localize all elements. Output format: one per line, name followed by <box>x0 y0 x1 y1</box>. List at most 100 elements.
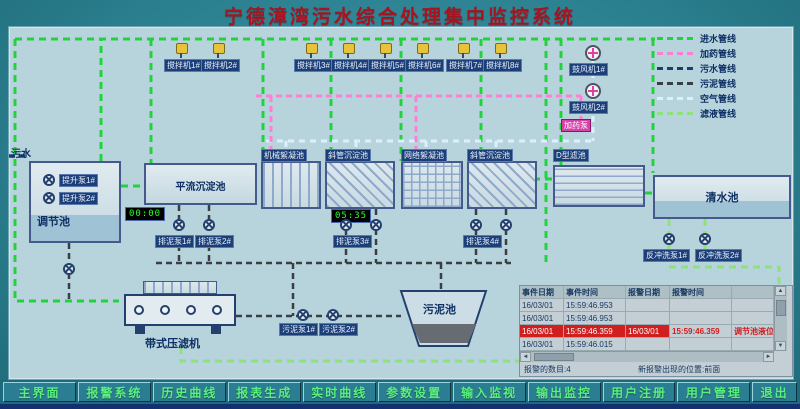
mixer-label: 搅拌机7# <box>446 59 485 72</box>
nav-input-monitor[interactable]: 输入监视 <box>452 382 526 402</box>
legend-item: 进水管线 <box>657 31 789 46</box>
pipe-color-swatch <box>657 67 693 70</box>
nav-parameter-settings[interactable]: 参数设置 <box>377 382 451 402</box>
mixer-label: 搅拌机4# <box>331 59 370 72</box>
nav-report-generate[interactable]: 报表生成 <box>227 382 301 402</box>
alarm-cell[interactable] <box>732 312 774 325</box>
nav-output-monitor[interactable]: 输出监控 <box>527 382 601 402</box>
alarm-cell[interactable] <box>626 299 670 312</box>
pump-icon <box>43 174 55 186</box>
tank-horizontal-sed: 平流沉淀池 <box>144 163 257 205</box>
alarm-col-header[interactable] <box>732 286 774 299</box>
inflow-label: 污水 <box>11 149 31 160</box>
tank-clear-water: 清水池 <box>653 175 791 219</box>
alarm-cell[interactable]: 16/03/01 <box>520 312 564 325</box>
sludge-pipes <box>67 205 511 318</box>
pipe-color-swatch <box>657 52 693 55</box>
pump-icon <box>470 219 482 231</box>
alarm-cell-active[interactable]: 调节池液位 <box>732 325 774 338</box>
pump-icon <box>663 233 675 245</box>
alarm-col-header[interactable]: 报警时间 <box>670 286 732 299</box>
drain-pump-label: 排泥泵2# <box>195 235 234 248</box>
scroll-thumb[interactable] <box>776 300 786 316</box>
alarm-cell-active[interactable]: 15:59:46.359 <box>564 325 626 338</box>
mixer-motor-icon <box>343 43 355 58</box>
pipe-color-swatch <box>657 82 693 85</box>
pump-icon <box>63 263 75 275</box>
alarm-cell[interactable]: 15:59:46.015 <box>564 338 626 351</box>
nav-user-management[interactable]: 用户管理 <box>677 382 751 402</box>
scroll-up-icon[interactable]: ▲ <box>775 286 786 296</box>
tank-regulating: 提升泵1# 提升泵2# 调节池 <box>29 161 121 243</box>
drain-timer: 05:35 <box>331 209 372 223</box>
scroll-thumb[interactable] <box>534 353 574 361</box>
mixer-motor-icon <box>495 43 507 58</box>
scroll-down-icon[interactable]: ▼ <box>775 341 786 351</box>
nav-exit[interactable]: 退出 <box>752 382 797 402</box>
alarm-col-header[interactable]: 报警日期 <box>626 286 670 299</box>
mixer-label: 搅拌机3# <box>294 59 333 72</box>
water-level <box>655 201 789 217</box>
nav-history-curve[interactable]: 历史曲线 <box>152 382 226 402</box>
pump-icon <box>173 219 185 231</box>
nav-main[interactable]: 主界面 <box>3 382 76 402</box>
nav-alarm-system[interactable]: 报警系统 <box>77 382 151 402</box>
tank-name: 调节池 <box>37 216 70 228</box>
tank-label: D型滤池 <box>553 149 589 162</box>
alarm-cell[interactable]: 16/03/01 <box>520 338 564 351</box>
alarm-cell-active[interactable]: 16/03/01 <box>520 325 564 338</box>
roller-icon <box>160 305 170 315</box>
alarm-cell[interactable] <box>670 338 732 351</box>
mixer-motor-icon <box>176 43 188 58</box>
tank-label: 网络絮凝池 <box>401 149 447 162</box>
alarm-cell[interactable] <box>626 338 670 351</box>
alarm-cell-active[interactable]: 15:59:46.359 <box>670 325 732 338</box>
alarm-panel: 事件日期 事件时间 报警日期 报警时间 16/03/01 15:59:46.95… <box>519 285 793 377</box>
drain-pump-label: 排泥泵4# <box>463 235 502 248</box>
drain-pump-label: 排泥泵3# <box>333 235 372 248</box>
alarm-hscrollbar[interactable]: ◄ ► <box>520 351 774 362</box>
pipe-color-swatch <box>657 97 693 100</box>
alarm-cell[interactable]: 15:59:46.953 <box>564 312 626 325</box>
blower-label: 鼓风机1# <box>569 63 608 76</box>
pump-icon <box>327 309 339 321</box>
legend-item: 污水管线 <box>657 61 789 76</box>
backwash-pump-label: 反冲洗泵1# <box>643 249 690 262</box>
alarm-col-header[interactable]: 事件时间 <box>564 286 626 299</box>
alarm-vscrollbar[interactable]: ▲ ▼ <box>774 286 787 351</box>
legend-item: 加药管线 <box>657 46 789 61</box>
dosing-pump-label: 加药泵 <box>561 119 591 132</box>
alarm-col-header[interactable]: 事件日期 <box>520 286 564 299</box>
mixer-motor-icon <box>458 43 470 58</box>
alarm-cell-active[interactable]: 16/03/01 <box>626 325 670 338</box>
alarm-cell[interactable] <box>670 312 732 325</box>
alarm-cell[interactable]: 15:59:46.953 <box>564 299 626 312</box>
alarm-cell[interactable]: 16/03/01 <box>520 299 564 312</box>
lift-pump-label: 提升泵2# <box>59 192 98 205</box>
tank-name: 污泥池 <box>423 304 456 316</box>
nav-bar: 主界面 报警系统 历史曲线 报表生成 实时曲线 参数设置 输入监视 输出监控 用… <box>0 380 800 404</box>
scroll-right-icon[interactable]: ► <box>763 352 774 362</box>
drain-pump-label: 排泥泵1# <box>155 235 194 248</box>
nav-user-register[interactable]: 用户注册 <box>602 382 676 402</box>
press-comb <box>143 281 217 294</box>
mixer-label: 搅拌机5# <box>368 59 407 72</box>
roller-icon <box>212 305 222 315</box>
mixer-motor-icon <box>380 43 392 58</box>
alarm-position-label: 新报警出现的位置:前面 <box>638 365 721 374</box>
scroll-left-icon[interactable]: ◄ <box>520 352 531 362</box>
mixer-motor-icon <box>417 43 429 58</box>
alarm-cell[interactable] <box>626 312 670 325</box>
legend-item: 滤液管线 <box>657 106 789 121</box>
sludge-pump-label: 污泥泵2# <box>319 323 358 336</box>
mixer-motor-icon <box>213 43 225 58</box>
alarm-cell[interactable] <box>670 299 732 312</box>
legend-item: 污泥管线 <box>657 76 789 91</box>
legend-item: 空气管线 <box>657 91 789 106</box>
taskbar <box>0 404 800 409</box>
alarm-cell[interactable] <box>732 299 774 312</box>
process-diagram-panel: 进水管线 加药管线 污水管线 污泥管线 空气管线 滤液管线 污水 提升泵1# 提… <box>8 26 794 380</box>
nav-realtime-curve[interactable]: 实时曲线 <box>302 382 376 402</box>
alarm-cell[interactable] <box>732 338 774 351</box>
tank-inclined-sed-2 <box>467 161 537 209</box>
